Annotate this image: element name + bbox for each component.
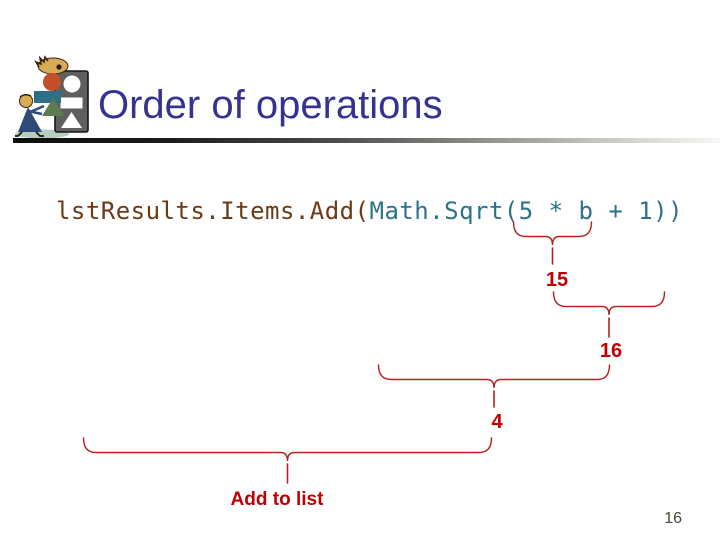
action-label-add-to-list: Add to list — [230, 489, 324, 510]
code-inner-expression: Math.Sqrt(5 * b + 1)) — [369, 197, 684, 225]
underbrace-add-to-list — [82, 437, 493, 487]
result-label-sqrt: 4 — [491, 411, 503, 433]
underbrace-sqrt — [377, 364, 611, 410]
result-label-add: 16 — [599, 340, 623, 362]
slide-page-number: 16 — [664, 510, 682, 527]
underbrace-multiply — [512, 221, 593, 267]
code-line: lstResults.Items.Add(Math.Sqrt(5 * b + 1… — [56, 196, 683, 226]
shapes-clipart-icon — [15, 55, 89, 139]
title-underline-rule — [13, 138, 720, 143]
page-title: Order of operations — [98, 83, 443, 127]
underbrace-add — [552, 291, 666, 341]
result-label-multiply: 15 — [545, 269, 569, 291]
code-object-call: lstResults.Items.Add( — [56, 197, 370, 225]
